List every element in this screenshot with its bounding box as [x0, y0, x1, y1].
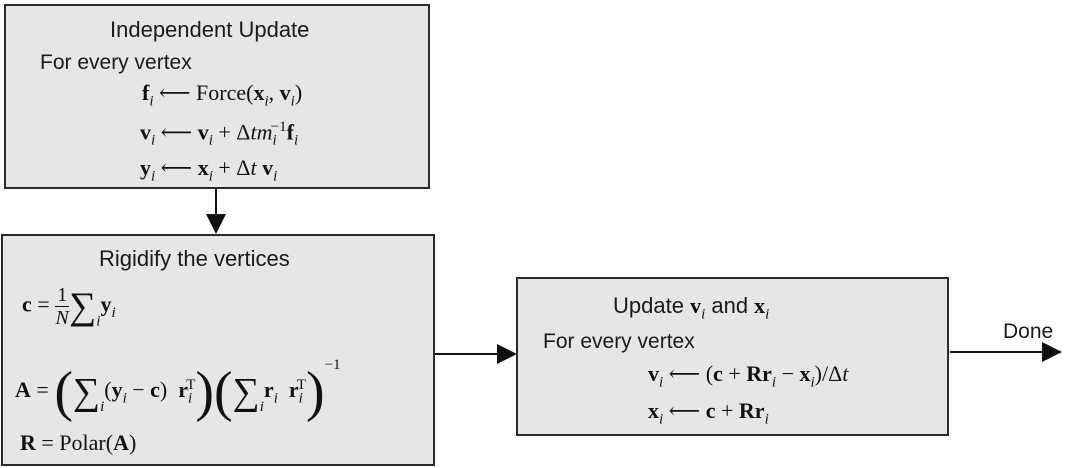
independent-update-box: Independent Update For every vertex fi ⟵…	[4, 4, 430, 189]
box-subtitle: For every vertex	[40, 51, 192, 74]
title-xi: xi	[754, 293, 770, 323]
box-title: Update vi and xi	[613, 293, 769, 322]
update-box: Update vi and xi For every vertex vi ⟵ (…	[516, 277, 949, 436]
equation-matrix-a: A = (∑i(yi − c) riT)(∑iri riT)−1	[15, 357, 341, 423]
box-title: Independent Update	[110, 17, 310, 42]
equation-velocity: vi ⟵ vi + Δtmi−1fi	[140, 119, 299, 149]
equation-rotation: R = Polar(A)	[20, 430, 137, 455]
equation-position-update: xi ⟵ c + Rri	[648, 398, 769, 428]
equation-force: fi ⟵ Force(xi, vi)	[142, 80, 303, 110]
equation-position: yi ⟵ xi + Δt vi	[140, 155, 278, 185]
box-subtitle: For every vertex	[543, 330, 695, 353]
done-label: Done	[1003, 320, 1054, 343]
box-title: Rigidify the vertices	[99, 246, 290, 271]
equation-velocity-update: vi ⟵ (c + Rri − xi)/Δt	[648, 361, 849, 391]
title-vi: vi	[690, 293, 706, 323]
title-prefix: Update	[613, 293, 691, 318]
title-and: and	[705, 293, 755, 318]
